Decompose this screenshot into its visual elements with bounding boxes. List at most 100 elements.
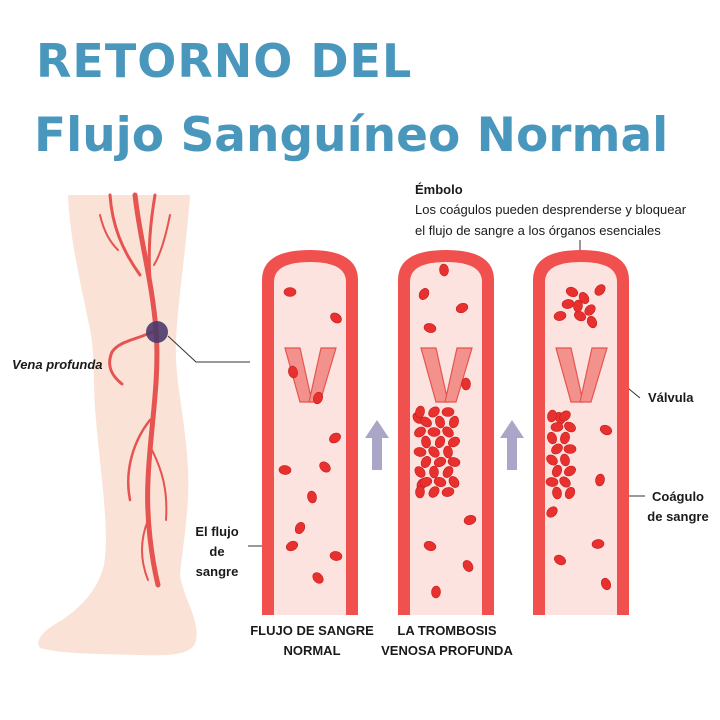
flow-arrows xyxy=(365,420,524,470)
blood-cell xyxy=(584,304,596,316)
blood-cell xyxy=(285,540,299,552)
blood-cell xyxy=(599,424,613,436)
leg-illustration xyxy=(38,192,197,656)
label-coagulo-line-2: de sangre xyxy=(647,509,709,525)
blood-cell xyxy=(435,415,445,429)
blood-cell xyxy=(564,421,576,433)
blood-cell xyxy=(330,312,342,324)
title-line-1: RETORNO DEL xyxy=(36,34,413,88)
blood-cell xyxy=(586,315,598,329)
label-vena-profunda: Vena profunda xyxy=(12,357,103,372)
caption-normal-line-2: NORMAL xyxy=(283,643,341,659)
blood-cell xyxy=(559,410,571,422)
blood-cell xyxy=(448,436,460,448)
label-flujo-sangre: El flujo de sangre xyxy=(190,522,244,582)
blood-cell xyxy=(594,284,606,296)
flow-arrow-2 xyxy=(500,420,524,470)
blood-cell xyxy=(413,447,427,457)
blood-cell xyxy=(595,473,605,487)
blood-cell xyxy=(546,454,558,466)
blood-cell xyxy=(288,365,298,379)
blood-cell xyxy=(564,465,576,477)
blood-cell xyxy=(461,377,471,391)
blood-cell xyxy=(560,453,570,467)
blood-cell xyxy=(559,476,571,488)
label-flujo-line-3: sangre xyxy=(195,564,239,580)
blood-cell xyxy=(423,540,437,552)
blood-cell xyxy=(442,466,454,478)
blood-cell xyxy=(561,299,575,309)
vein-branch-2 xyxy=(147,193,157,282)
blood-cell xyxy=(420,416,432,428)
blood-cell xyxy=(552,486,562,500)
blood-cell xyxy=(414,466,426,478)
blood-cell xyxy=(551,464,563,478)
label-valvula: Válvula xyxy=(648,390,694,405)
blood-cell xyxy=(329,551,343,561)
blood-cell xyxy=(294,521,306,535)
blood-cell xyxy=(428,486,440,498)
blood-cell xyxy=(600,577,612,591)
leader-vena-profunda xyxy=(167,335,250,363)
blood-cell xyxy=(455,302,469,314)
blood-cell xyxy=(442,426,454,438)
blood-cell xyxy=(553,311,567,321)
blood-cell xyxy=(429,465,439,479)
valve-normal-right xyxy=(308,347,337,403)
blood-cell xyxy=(312,572,324,584)
label-coagulo-line-1: Coágulo xyxy=(652,489,704,504)
deep-vein-marker xyxy=(146,321,168,343)
blood-cell xyxy=(545,477,559,487)
main-vein xyxy=(132,192,161,588)
blood-cell xyxy=(441,487,455,497)
blood-cell xyxy=(546,431,558,445)
valve-embolo-right xyxy=(579,347,608,403)
blood-cell xyxy=(312,391,324,405)
caption-tvp-line-1: LA TROMBOSIS xyxy=(397,623,497,638)
blood-cell xyxy=(431,585,441,599)
blood-cell xyxy=(448,476,460,488)
blood-cell xyxy=(307,490,317,504)
leg-silhouette xyxy=(38,195,197,656)
title-line-2: Flujo Sanguíneo Normal xyxy=(34,108,669,163)
blood-cell xyxy=(546,506,558,518)
label-coagulo: Coágulo de sangre xyxy=(640,487,716,527)
blood-cell xyxy=(462,560,474,572)
blood-cell xyxy=(329,432,341,444)
blood-cell xyxy=(278,465,292,475)
label-flujo-line-1: El flujo xyxy=(195,524,239,539)
vein-branch-8 xyxy=(141,519,149,581)
blood-cell xyxy=(463,515,477,525)
embolo-heading: Émbolo xyxy=(415,182,463,197)
blood-cell xyxy=(573,310,587,322)
vein-branch-5 xyxy=(108,328,158,386)
blood-cell xyxy=(550,422,564,432)
vein-branch-4 xyxy=(153,214,171,266)
flow-arrow-1 xyxy=(365,420,389,470)
blood-cell xyxy=(420,456,432,468)
vein-branch-3 xyxy=(99,214,119,251)
blood-cell xyxy=(439,263,449,277)
label-flujo-line-2: de xyxy=(209,544,225,560)
blood-cell xyxy=(591,539,605,549)
vessel-tvp-inner xyxy=(410,262,482,615)
blood-cell xyxy=(414,426,426,438)
blood-cell xyxy=(428,446,440,458)
blood-cell xyxy=(428,406,440,418)
blood-cell xyxy=(433,456,447,468)
blood-cell xyxy=(421,435,431,449)
vein-branch-6 xyxy=(126,418,152,502)
caption-normal: FLUJO DE SANGRE NORMAL xyxy=(244,621,380,661)
caption-tvp: LA TROMBOSIS VENOSA PROFUNDA xyxy=(372,621,522,661)
blood-cell xyxy=(434,435,446,449)
blood-cell xyxy=(565,286,579,298)
blood-cell xyxy=(415,485,425,499)
vein-branch-1 xyxy=(108,193,142,277)
blood-cell xyxy=(563,444,577,454)
blood-cell xyxy=(564,486,576,500)
blood-cell xyxy=(419,477,433,487)
blood-cell xyxy=(418,288,430,300)
vein-branch-7 xyxy=(151,449,168,521)
blood-cell xyxy=(441,407,455,417)
